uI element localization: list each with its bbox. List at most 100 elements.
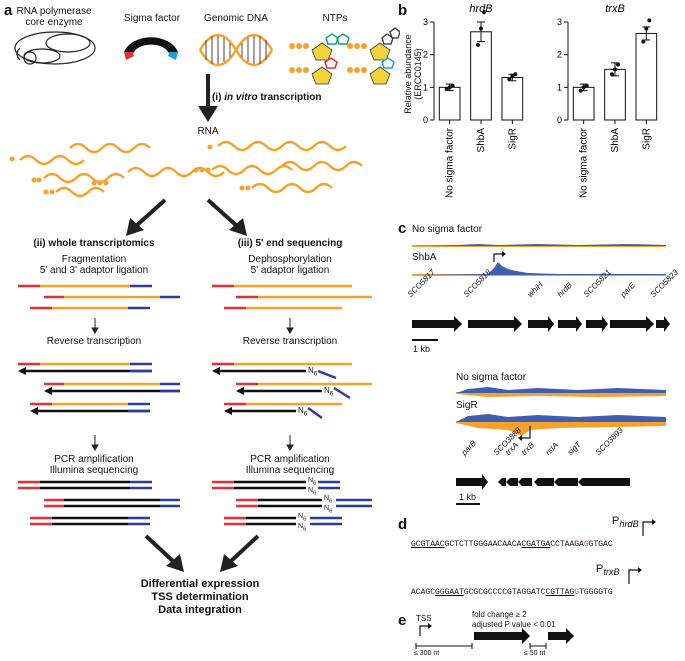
b-chart-1-point-0-2 bbox=[584, 83, 589, 88]
left-ligation-fragments bbox=[18, 284, 180, 310]
c-top-coverage-shba bbox=[412, 251, 666, 276]
small-step-arrows bbox=[91, 318, 294, 451]
panel-c-letter: c bbox=[398, 220, 407, 237]
b-chart-0-point-2-2 bbox=[513, 72, 518, 77]
promoter-trxb-label: PtrxB bbox=[596, 563, 620, 578]
b-chart-0-ytick-label-1: 1 bbox=[423, 82, 428, 92]
c-bottom-coverage-no-sigma bbox=[456, 387, 666, 397]
dna-helix-icon bbox=[198, 33, 274, 67]
convergence-arrows bbox=[144, 534, 260, 572]
promoter-trxb-arrow bbox=[628, 567, 642, 584]
rna-molecules bbox=[19, 140, 363, 198]
b-chart-1-point-1-1 bbox=[613, 67, 617, 72]
right-pcr-products bbox=[212, 480, 372, 526]
n6-label-1: N6 bbox=[308, 366, 318, 378]
b-chart-0-point-2-1 bbox=[510, 73, 515, 78]
b-chart-1-ytick-label-1: 1 bbox=[557, 82, 562, 92]
b-chart-0-point-0-1 bbox=[447, 85, 452, 90]
b-chart-1-xlabel-1: ShbA bbox=[610, 128, 621, 153]
c-bottom-gene-map bbox=[456, 474, 630, 505]
outcome-differential-expression: Differential expression bbox=[140, 578, 260, 590]
left-rt-products bbox=[18, 362, 180, 413]
branch-arrows bbox=[126, 198, 247, 236]
right-ligation-fragments bbox=[212, 284, 372, 310]
e-tss-label: TSS bbox=[416, 614, 432, 623]
left-branch-title: (ii) whole transcriptomics bbox=[33, 238, 155, 249]
c-bottom-track1-label: No sigma factor bbox=[456, 372, 527, 383]
c-top-gene-map bbox=[412, 316, 670, 341]
right-step2-label: Reverse transcription bbox=[242, 336, 338, 347]
b-chart-0-bar-0 bbox=[438, 86, 461, 121]
e-pvalue: adjusted P value < 0.01 bbox=[472, 620, 556, 629]
rna-label: RNA bbox=[197, 126, 219, 137]
b-chart-0-bar-1 bbox=[470, 31, 492, 121]
left-step3-label: PCR amplification Illumina sequencing bbox=[49, 454, 139, 476]
b-chart-0-ytick-label-2: 2 bbox=[423, 50, 428, 60]
c-bottom-coverage-sigr bbox=[456, 414, 666, 441]
panel-a-letter: a bbox=[4, 2, 13, 19]
right-rt-products bbox=[212, 362, 372, 419]
b-chart-1-point-2-2 bbox=[647, 18, 652, 23]
n6-label-2: N6 bbox=[324, 386, 334, 398]
c-top-coverage-no-sigma bbox=[412, 244, 666, 247]
n6-label-3: N6 bbox=[298, 406, 308, 418]
b-chart-1-point-0-1 bbox=[581, 85, 586, 90]
b-chart-0-point-0-0 bbox=[444, 86, 449, 91]
b-chart-0-xlabel-2: SigR bbox=[507, 128, 518, 150]
outcome-tss-determination: TSS determination bbox=[151, 591, 249, 603]
panel-e-letter: e bbox=[398, 612, 407, 629]
c-top-scale-label: 1 kb bbox=[413, 344, 431, 354]
left-pcr-products bbox=[18, 480, 180, 526]
c-bottom-track2-label: SigR bbox=[456, 400, 478, 411]
step1-label: (i) in vitro transcription bbox=[212, 92, 321, 103]
ntp-icon bbox=[289, 27, 400, 85]
promoter-hrdb-label: PhrdB bbox=[612, 515, 639, 530]
step1-suffix: transcription bbox=[257, 92, 322, 103]
b-chart-0-ytick-label-0: 0 bbox=[423, 115, 428, 125]
b-chart-0-xlabel-0: No sigma factor bbox=[445, 127, 456, 198]
left-step2-label: Reverse transcription bbox=[46, 336, 142, 347]
promoter-hrdb-arrow bbox=[642, 519, 656, 536]
genomic-dna-label: Genomic DNA bbox=[204, 13, 268, 24]
b-chart-1-bar-2 bbox=[635, 32, 658, 121]
outcome-data-integration: Data integration bbox=[158, 604, 242, 616]
right-step3-label: PCR amplification Illumina sequencing bbox=[245, 454, 335, 476]
e-dist-50: ≤ 50 nt bbox=[524, 650, 546, 657]
b-chart-1-bar-0 bbox=[572, 86, 595, 121]
rna-polymerase-icon bbox=[14, 31, 96, 65]
b-chart-0-point-1-0 bbox=[476, 42, 480, 47]
sigma-factor-label: Sigma factor bbox=[123, 13, 181, 24]
b-chart-0-ytick-label-3: 3 bbox=[423, 17, 428, 27]
b-chart-1-point-0-0 bbox=[578, 88, 583, 93]
left-step1-label: Fragmentation 5' and 3' adaptor ligation bbox=[39, 254, 149, 276]
right-branch-title: (iii) 5' end sequencing bbox=[237, 238, 343, 249]
left-rt-arrowheads bbox=[18, 367, 52, 415]
rna-polymerase-label: RNA polymerase core enzyme bbox=[16, 6, 92, 28]
b-chart-1-ytick-label-0: 0 bbox=[557, 115, 562, 125]
sequence-trxb: ACAGCGGGAATGCGCGCCCCGTAGGATCCGTTAGGTGGGG… bbox=[411, 588, 613, 597]
c-bottom-scale-label: 1 kb bbox=[459, 492, 477, 502]
b-chart-1-point-2-1 bbox=[644, 26, 649, 31]
sequence-hrdb: GCGTAACGCTCTTGGGAACAACACGATGACCTAAGAGGTG… bbox=[411, 540, 613, 549]
right-step1-label: Dephosphorylation 5' adaptor ligation bbox=[248, 254, 332, 276]
outcomes-list: Differential expression TSS determinatio… bbox=[90, 578, 310, 617]
e-fold-change: fold change ≥ 2 bbox=[472, 610, 527, 619]
b-chart-1-bar-1 bbox=[604, 68, 626, 121]
step1-italic: in vitro bbox=[224, 92, 258, 103]
panel-a-diagram bbox=[9, 27, 400, 572]
b-chart-1-xlabel-0: No sigma factor bbox=[579, 127, 590, 198]
b-chart-1-point-2-0 bbox=[641, 39, 646, 44]
sigma-factor-icon bbox=[124, 37, 178, 60]
step1-prefix: (i) bbox=[212, 92, 225, 103]
b-chart-0-point-2-0 bbox=[507, 77, 512, 82]
transcription-arrow bbox=[198, 74, 218, 122]
b-chart-0-bar-2 bbox=[501, 77, 524, 121]
c-top-track1-label: No sigma factor bbox=[412, 224, 483, 235]
b-chart-1-point-1-2 bbox=[616, 62, 620, 67]
c-top-track2-label: ShbA bbox=[412, 252, 437, 263]
b-chart-0-point-1-1 bbox=[479, 26, 483, 31]
